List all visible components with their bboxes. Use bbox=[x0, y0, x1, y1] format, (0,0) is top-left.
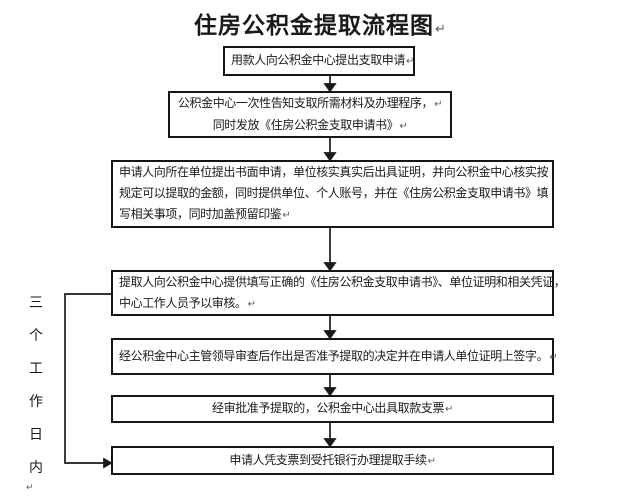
flow-step-center-notify: 公积金中心一次性告知支取所需材料及办理程序，↵ 同时发放《住房公积金支取申请书》… bbox=[168, 91, 452, 138]
side-label-char: 三 bbox=[29, 294, 43, 310]
flow-step-line: 公积金中心一次性告知支取所需材料及办理程序，↵ bbox=[176, 93, 444, 115]
paragraph-mark-icon: ↵ bbox=[427, 455, 436, 467]
paragraph-mark-icon: ↵ bbox=[434, 98, 443, 110]
side-label-char: 个 bbox=[29, 327, 43, 343]
flow-step-text: 申请人向所在单位提出书面申请，单位核实真实后出具证明，并向公积金中心核实按 bbox=[119, 165, 549, 179]
flow-step-text: 写相关事项，同时加盖预留印鉴 bbox=[119, 207, 282, 221]
arrowhead-down-icon bbox=[323, 438, 337, 448]
flow-step-line: 规定可以提取的金额，同时提供单位、个人账号，并在《住房公积金支取申请书》填 bbox=[119, 183, 549, 204]
flow-step-employer-verify: 申请人向所在单位提出书面申请，单位核实真实后出具证明，并向公积金中心核实按 规定… bbox=[111, 160, 554, 228]
flow-step-bank-withdraw: 申请人凭支票到受托银行办理提取手续↵ bbox=[111, 446, 554, 475]
paragraph-mark-icon: ↵ bbox=[399, 120, 408, 132]
flow-step-text: 申请人凭支票到受托银行办理提取手续 bbox=[229, 452, 427, 467]
flow-step-center-review: 提取人向公积金中心提供填写正确的《住房公积金支取申请书》、单位证明和相关凭证， … bbox=[111, 270, 566, 316]
flow-step-text: 用款人向公积金中心提出支取申请 bbox=[231, 53, 406, 67]
flow-step-text: 中心工作人员予以审核。 bbox=[119, 295, 247, 310]
arrowhead-down-icon bbox=[323, 330, 337, 340]
flow-step-line: 写相关事项，同时加盖预留印鉴↵ bbox=[119, 204, 546, 226]
flow-step-line: 提取人向公积金中心提供填写正确的《住房公积金支取申请书》、单位证明和相关凭证， bbox=[119, 272, 566, 293]
paragraph-mark-icon: ↵ bbox=[247, 298, 256, 310]
arrowhead-down-icon bbox=[323, 83, 337, 93]
paragraph-mark-icon: ↵ bbox=[282, 210, 291, 221]
page-title-text: 住房公积金提取流程图 bbox=[194, 12, 435, 38]
paragraph-mark-icon: ↵ bbox=[445, 404, 453, 415]
flow-step-text: 提取人向公积金中心提供填写正确的《住房公积金支取申请书》、单位证明和相关凭证， bbox=[119, 274, 566, 289]
flow-step-line: 经审批准予提取的，公积金中心出具取款支票↵ bbox=[119, 398, 546, 420]
arrowhead-down-icon bbox=[323, 387, 337, 397]
paragraph-mark-icon: ↵ bbox=[549, 351, 558, 363]
flow-step-text: 同时发放《住房公积金支取申请书》 bbox=[212, 117, 399, 132]
flow-step-line: 申请人凭支票到受托银行办理提取手续↵ bbox=[119, 450, 546, 472]
flow-step-text: 经审批准予提取的，公积金中心出具取款支票 bbox=[212, 401, 445, 415]
flow-step-line: 申请人向所在单位提出书面申请，单位核实真实后出具证明，并向公积金中心核实按 bbox=[119, 162, 549, 183]
side-label-char: 日 bbox=[29, 426, 43, 442]
flow-step-issue-cheque: 经审批准予提取的，公积金中心出具取款支票↵ bbox=[111, 395, 554, 423]
side-label-char: 工 bbox=[29, 360, 43, 376]
arrowhead-down-icon bbox=[323, 262, 337, 272]
flow-step-leader-approval: 经公积金中心主管领导审查后作出是否准予提取的决定并在申请人单位证明上签字。↵ bbox=[111, 338, 558, 375]
side-label-char: 内 bbox=[29, 459, 43, 475]
connector-step4-step7-bracket bbox=[64, 293, 111, 464]
flow-step-text: 规定可以提取的金额，同时提供单位、个人账号，并在《住房公积金支取申请书》填 bbox=[119, 186, 549, 200]
flow-step-line: 中心工作人员予以审核。↵ bbox=[119, 293, 546, 315]
paragraph-mark-icon: ↵ bbox=[26, 482, 34, 492]
paragraph-mark-icon: ↵ bbox=[435, 21, 447, 36]
flow-step-line: 经公积金中心主管领导审查后作出是否准予提取的决定并在申请人单位证明上签字。↵ bbox=[119, 346, 558, 368]
paragraph-mark-icon: ↵ bbox=[406, 56, 414, 67]
arrowhead-down-icon bbox=[323, 152, 337, 162]
page-title: 住房公积金提取流程图↵ bbox=[0, 6, 641, 40]
flow-step-line: 用款人向公积金中心提出支取申请↵ bbox=[231, 50, 414, 72]
flow-step-text: 经公积金中心主管领导审查后作出是否准予提取的决定并在申请人单位证明上签字。 bbox=[119, 348, 549, 363]
arrowhead-right-icon bbox=[103, 457, 113, 469]
flow-step-line: 同时发放《住房公积金支取申请书》↵ bbox=[176, 115, 444, 137]
flow-step-text: 公积金中心一次性告知支取所需材料及办理程序， bbox=[177, 95, 434, 110]
side-label-three-working-days: 三 个 工 作 日 内 ↵ bbox=[26, 292, 46, 493]
flow-step-submit-application: 用款人向公积金中心提出支取申请↵ bbox=[223, 46, 415, 76]
side-label-char: 作 bbox=[29, 393, 43, 409]
